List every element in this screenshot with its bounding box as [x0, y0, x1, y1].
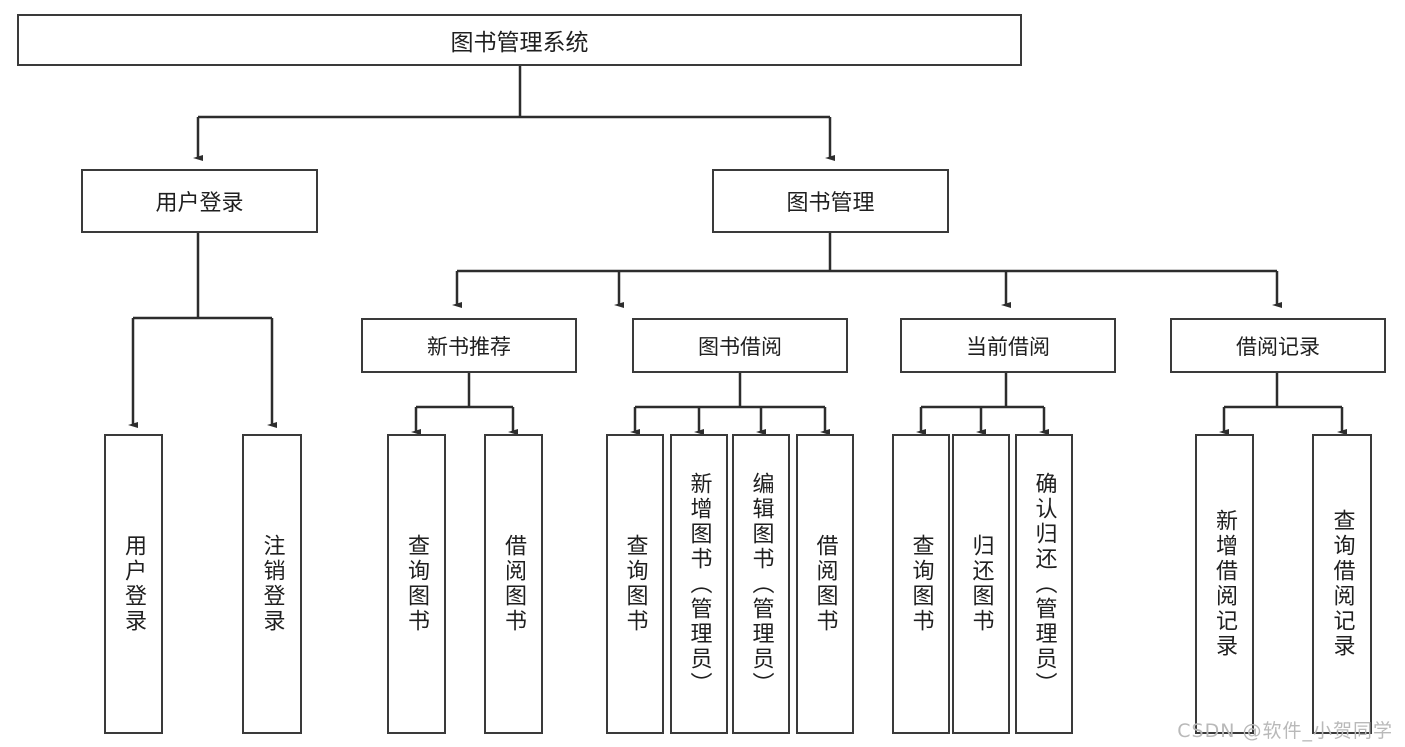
- leaf-current-return-book[interactable]: 归还图书: [952, 434, 1010, 734]
- leaf-borrow-edit-book[interactable]: 编辑图书（管理员）: [732, 434, 790, 734]
- node-new-book-recommend-label: 新书推荐: [427, 334, 511, 359]
- leaf-borrow-add-book-label: 新增图书（管理员）: [686, 471, 712, 697]
- node-user-login-label: 用户登录: [155, 191, 244, 216]
- leaf-current-confirm-return[interactable]: 确认归还（管理员）: [1015, 434, 1073, 734]
- watermark-text: CSDN @软件_小贺同学: [1177, 720, 1393, 742]
- node-current-borrow-label: 当前借阅: [966, 334, 1050, 359]
- node-current-borrow[interactable]: 当前借阅: [900, 318, 1116, 373]
- leaf-borrow-edit-book-label: 编辑图书（管理员）: [748, 471, 774, 697]
- node-book-borrow-label: 图书借阅: [698, 334, 782, 359]
- leaf-user-login[interactable]: 用户登录: [104, 434, 163, 734]
- node-borrow-record[interactable]: 借阅记录: [1170, 318, 1386, 373]
- leaf-newbook-borrow-book[interactable]: 借阅图书: [484, 434, 543, 734]
- leaf-current-return-book-label: 归还图书: [968, 534, 994, 634]
- node-root[interactable]: 图书管理系统: [17, 14, 1022, 66]
- node-borrow-record-label: 借阅记录: [1236, 334, 1320, 359]
- leaf-current-confirm-return-label: 确认归还（管理员）: [1031, 471, 1057, 697]
- leaf-logout-label: 注销登录: [259, 534, 285, 634]
- leaf-record-query-record-label: 查询借阅记录: [1329, 509, 1355, 659]
- leaf-user-login-label: 用户登录: [121, 534, 147, 634]
- leaf-record-add-record[interactable]: 新增借阅记录: [1195, 434, 1254, 734]
- leaf-newbook-query-book-label: 查询图书: [404, 534, 430, 634]
- node-book-borrow[interactable]: 图书借阅: [632, 318, 848, 373]
- leaf-borrow-add-book[interactable]: 新增图书（管理员）: [670, 434, 728, 734]
- leaf-record-query-record[interactable]: 查询借阅记录: [1312, 434, 1372, 734]
- leaf-record-add-record-label: 新增借阅记录: [1212, 509, 1238, 659]
- leaf-newbook-query-book[interactable]: 查询图书: [387, 434, 446, 734]
- leaf-borrow-query-book-label: 查询图书: [622, 534, 648, 634]
- leaf-current-query-book[interactable]: 查询图书: [892, 434, 950, 734]
- node-user-login[interactable]: 用户登录: [81, 169, 318, 233]
- leaf-borrow-query-book[interactable]: 查询图书: [606, 434, 664, 734]
- node-book-manage[interactable]: 图书管理: [712, 169, 949, 233]
- leaf-borrow-borrow-book-label: 借阅图书: [812, 534, 838, 634]
- leaf-logout[interactable]: 注销登录: [242, 434, 302, 734]
- leaf-current-query-book-label: 查询图书: [908, 534, 934, 634]
- leaf-newbook-borrow-book-label: 借阅图书: [501, 534, 527, 634]
- leaf-borrow-borrow-book[interactable]: 借阅图书: [796, 434, 854, 734]
- node-new-book-recommend[interactable]: 新书推荐: [361, 318, 577, 373]
- node-book-manage-label: 图书管理: [786, 191, 875, 216]
- node-root-label: 图书管理系统: [450, 30, 589, 56]
